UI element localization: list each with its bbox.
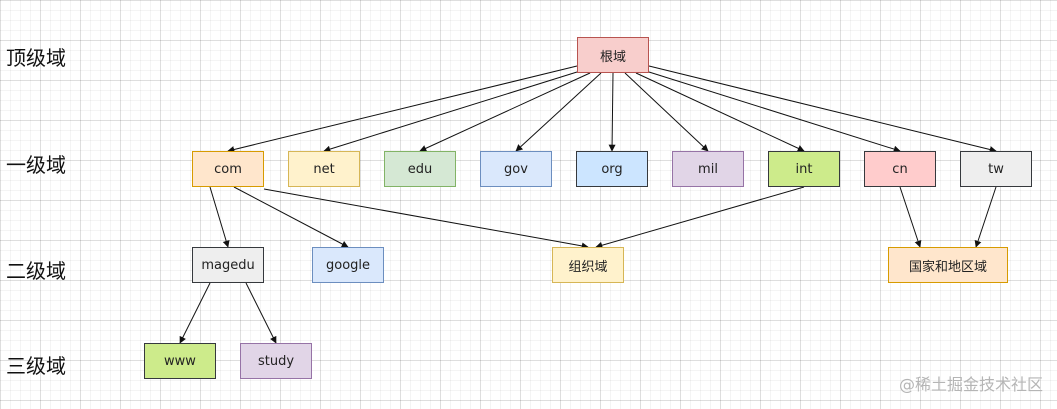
edge-arrow [209, 186, 230, 248]
edge-arrow [648, 71, 901, 153]
edge-arrow [648, 65, 997, 153]
level-label-first: 一级域 [6, 153, 66, 177]
edge-arrow [263, 188, 589, 250]
node-mil[interactable]: mil [672, 151, 744, 187]
node-org-domain[interactable]: 组织域 [552, 247, 624, 283]
level-label-top: 顶级域 [6, 46, 66, 70]
node-org[interactable]: org [576, 151, 648, 187]
edge-arrow [595, 186, 805, 249]
level-label-second: 二级域 [6, 259, 66, 283]
node-net[interactable]: net [288, 151, 360, 187]
node-cn[interactable]: cn [864, 151, 936, 187]
edge-arrow [974, 186, 997, 248]
node-google[interactable]: google [312, 247, 384, 283]
edge-arrow [323, 71, 578, 153]
node-com[interactable]: com [192, 151, 264, 187]
edge-arrow [179, 282, 211, 344]
edge-arrow [419, 72, 591, 152]
node-gov[interactable]: gov [480, 151, 552, 187]
node-int[interactable]: int [768, 151, 840, 187]
edge-arrow [899, 186, 922, 248]
node-country-region[interactable]: 国家和地区域 [888, 247, 1008, 283]
node-magedu[interactable]: magedu [192, 247, 264, 283]
edge-group [179, 65, 997, 344]
watermark: @稀土掘金技术社区 [898, 375, 1043, 394]
edge-arrow [245, 282, 277, 344]
edge-arrow [515, 72, 602, 152]
level-label-third: 三级域 [6, 354, 66, 378]
node-tw[interactable]: tw [960, 151, 1032, 187]
node-root[interactable]: 根域 [577, 37, 649, 73]
node-edu[interactable]: edu [384, 151, 456, 187]
node-www[interactable]: www [144, 343, 216, 379]
edge-arrow [624, 72, 709, 152]
node-study[interactable]: study [240, 343, 312, 379]
edge-arrow [233, 186, 349, 248]
edge-arrow [608, 72, 616, 152]
edge-arrow [635, 72, 805, 152]
edge-arrow [227, 65, 578, 153]
